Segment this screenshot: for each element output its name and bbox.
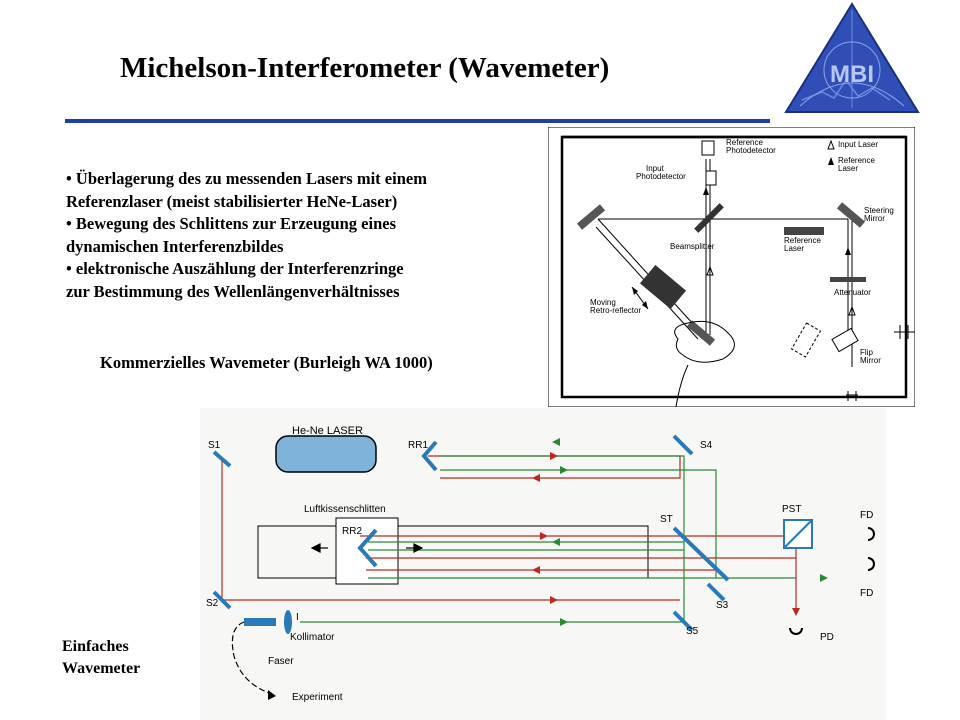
label-moving-2: Retro-reflector (590, 306, 641, 315)
label-s4: S4 (700, 440, 713, 451)
flip-mirror-shape (831, 327, 859, 353)
label-experiment: Experiment (292, 692, 343, 703)
label-hene-laser: He-Ne LASER (292, 425, 363, 437)
left-mirror (576, 204, 606, 230)
moving-retro-block (639, 264, 687, 310)
label-rr1: RR1 (408, 440, 428, 451)
label-moving-1: Moving (590, 298, 616, 307)
label-beamsplitter: Beamsplitter (670, 242, 715, 251)
caption-simple-wavemeter: Einfaches Wavemeter (62, 636, 140, 680)
collimator-lens (284, 610, 292, 634)
air-slider-box (335, 517, 399, 585)
fiber-coupler (244, 618, 276, 626)
label-flip-2: Mirror (860, 356, 881, 365)
bullet-1-line1: • Überlagerung des zu messenden Lasers m… (66, 169, 427, 188)
label-fd-top: FD (860, 510, 873, 521)
bullet-3-line2: zur Bestimmung des Wellenlängenverhältni… (66, 281, 400, 301)
bullet-3-line1: • elektronische Auszählung der Interfere… (66, 259, 404, 278)
label-s5: S5 (686, 626, 699, 637)
label-s1: S1 (208, 440, 221, 451)
burleigh-wavemeter-diagram: Reference Photodetector Input Photodetec… (548, 127, 915, 407)
bullet-2-line1: • Bewegung des Schlittens zur Erzeugung … (66, 214, 396, 233)
input-photodetector-shape (705, 170, 717, 186)
label-s2: S2 (206, 598, 219, 609)
label-input-photodetector-2: Photodetector (636, 172, 686, 181)
logo-text: MBI (830, 61, 874, 88)
label-flip-1: Flip (860, 348, 873, 357)
label-legend-ref-1: Reference (838, 156, 875, 165)
label-input-photodetector-1: Input (646, 164, 665, 173)
bullet-list: • Überlagerung des zu messenden Lasers m… (66, 168, 546, 303)
caption-commercial-wavemeter: Kommerzielles Wavemeter (Burleigh WA 100… (100, 353, 433, 372)
attenuator-plate (830, 277, 866, 282)
label-pst: PST (782, 504, 801, 515)
label-faser: Faser (268, 656, 294, 667)
page-title: Michelson-Interferometer (Wavemeter) (120, 52, 610, 84)
label-lens: I (296, 612, 299, 623)
caption-simple-line2: Wavemeter (62, 660, 141, 677)
label-kollimator: Kollimator (290, 632, 335, 643)
bullet-2-line2: dynamischen Interferenzbildes (66, 236, 284, 256)
label-fd-bottom: FD (860, 588, 873, 599)
label-pd: PD (820, 632, 834, 643)
steering-mirror-shape (836, 202, 866, 228)
simple-wavemeter-diagram: He-Ne LASER S1 S2 RR1 S4 RR2 Luftkissens… (200, 408, 886, 720)
label-ref-laser-2: Laser (784, 244, 804, 253)
hene-laser-tube (275, 435, 377, 473)
mbi-logo: MBI (784, 2, 920, 113)
reference-photodetector-shape (701, 140, 715, 156)
bullet-1-line2: Referenzlaser (meist stabilisierter HeNe… (66, 191, 398, 211)
reference-laser-tube (784, 227, 824, 235)
title-underline (65, 119, 770, 123)
label-steering-2: Mirror (864, 214, 885, 223)
label-ref-photodetector-2: Photodetector (726, 146, 776, 155)
label-st: ST (660, 514, 673, 525)
caption-simple-line1: Einfaches (62, 638, 129, 655)
label-attenuator: Attenuator (834, 288, 871, 297)
label-ref-laser-1: Reference (784, 236, 821, 245)
label-rr2: RR2 (342, 526, 362, 537)
label-luftkissen: Luftkissenschlitten (304, 504, 386, 515)
label-legend-ref-2: Laser (838, 164, 858, 173)
retro-reflector-shape (686, 320, 716, 346)
beamsplitter-shape (694, 203, 724, 233)
label-steering-1: Steering (864, 206, 894, 215)
label-s3: S3 (716, 600, 729, 611)
label-legend-input: Input Laser (838, 140, 878, 149)
label-ref-photodetector-1: Reference (726, 138, 763, 147)
